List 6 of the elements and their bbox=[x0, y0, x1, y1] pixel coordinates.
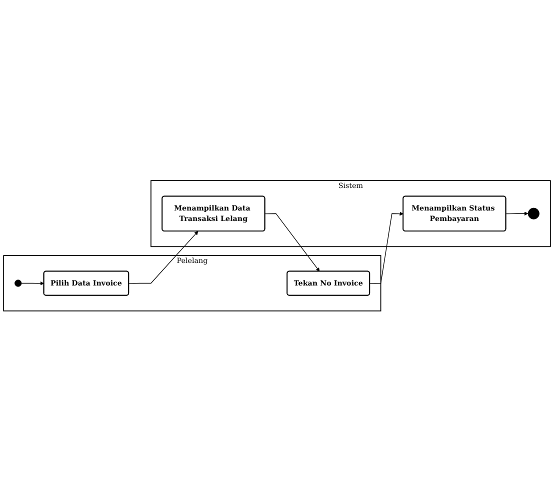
arrow bbox=[506, 211, 528, 216]
arrow bbox=[128, 230, 198, 284]
arrow bbox=[21, 281, 44, 286]
node-circle bbox=[14, 279, 22, 287]
arrow bbox=[264, 213, 320, 272]
arrow bbox=[370, 212, 404, 284]
